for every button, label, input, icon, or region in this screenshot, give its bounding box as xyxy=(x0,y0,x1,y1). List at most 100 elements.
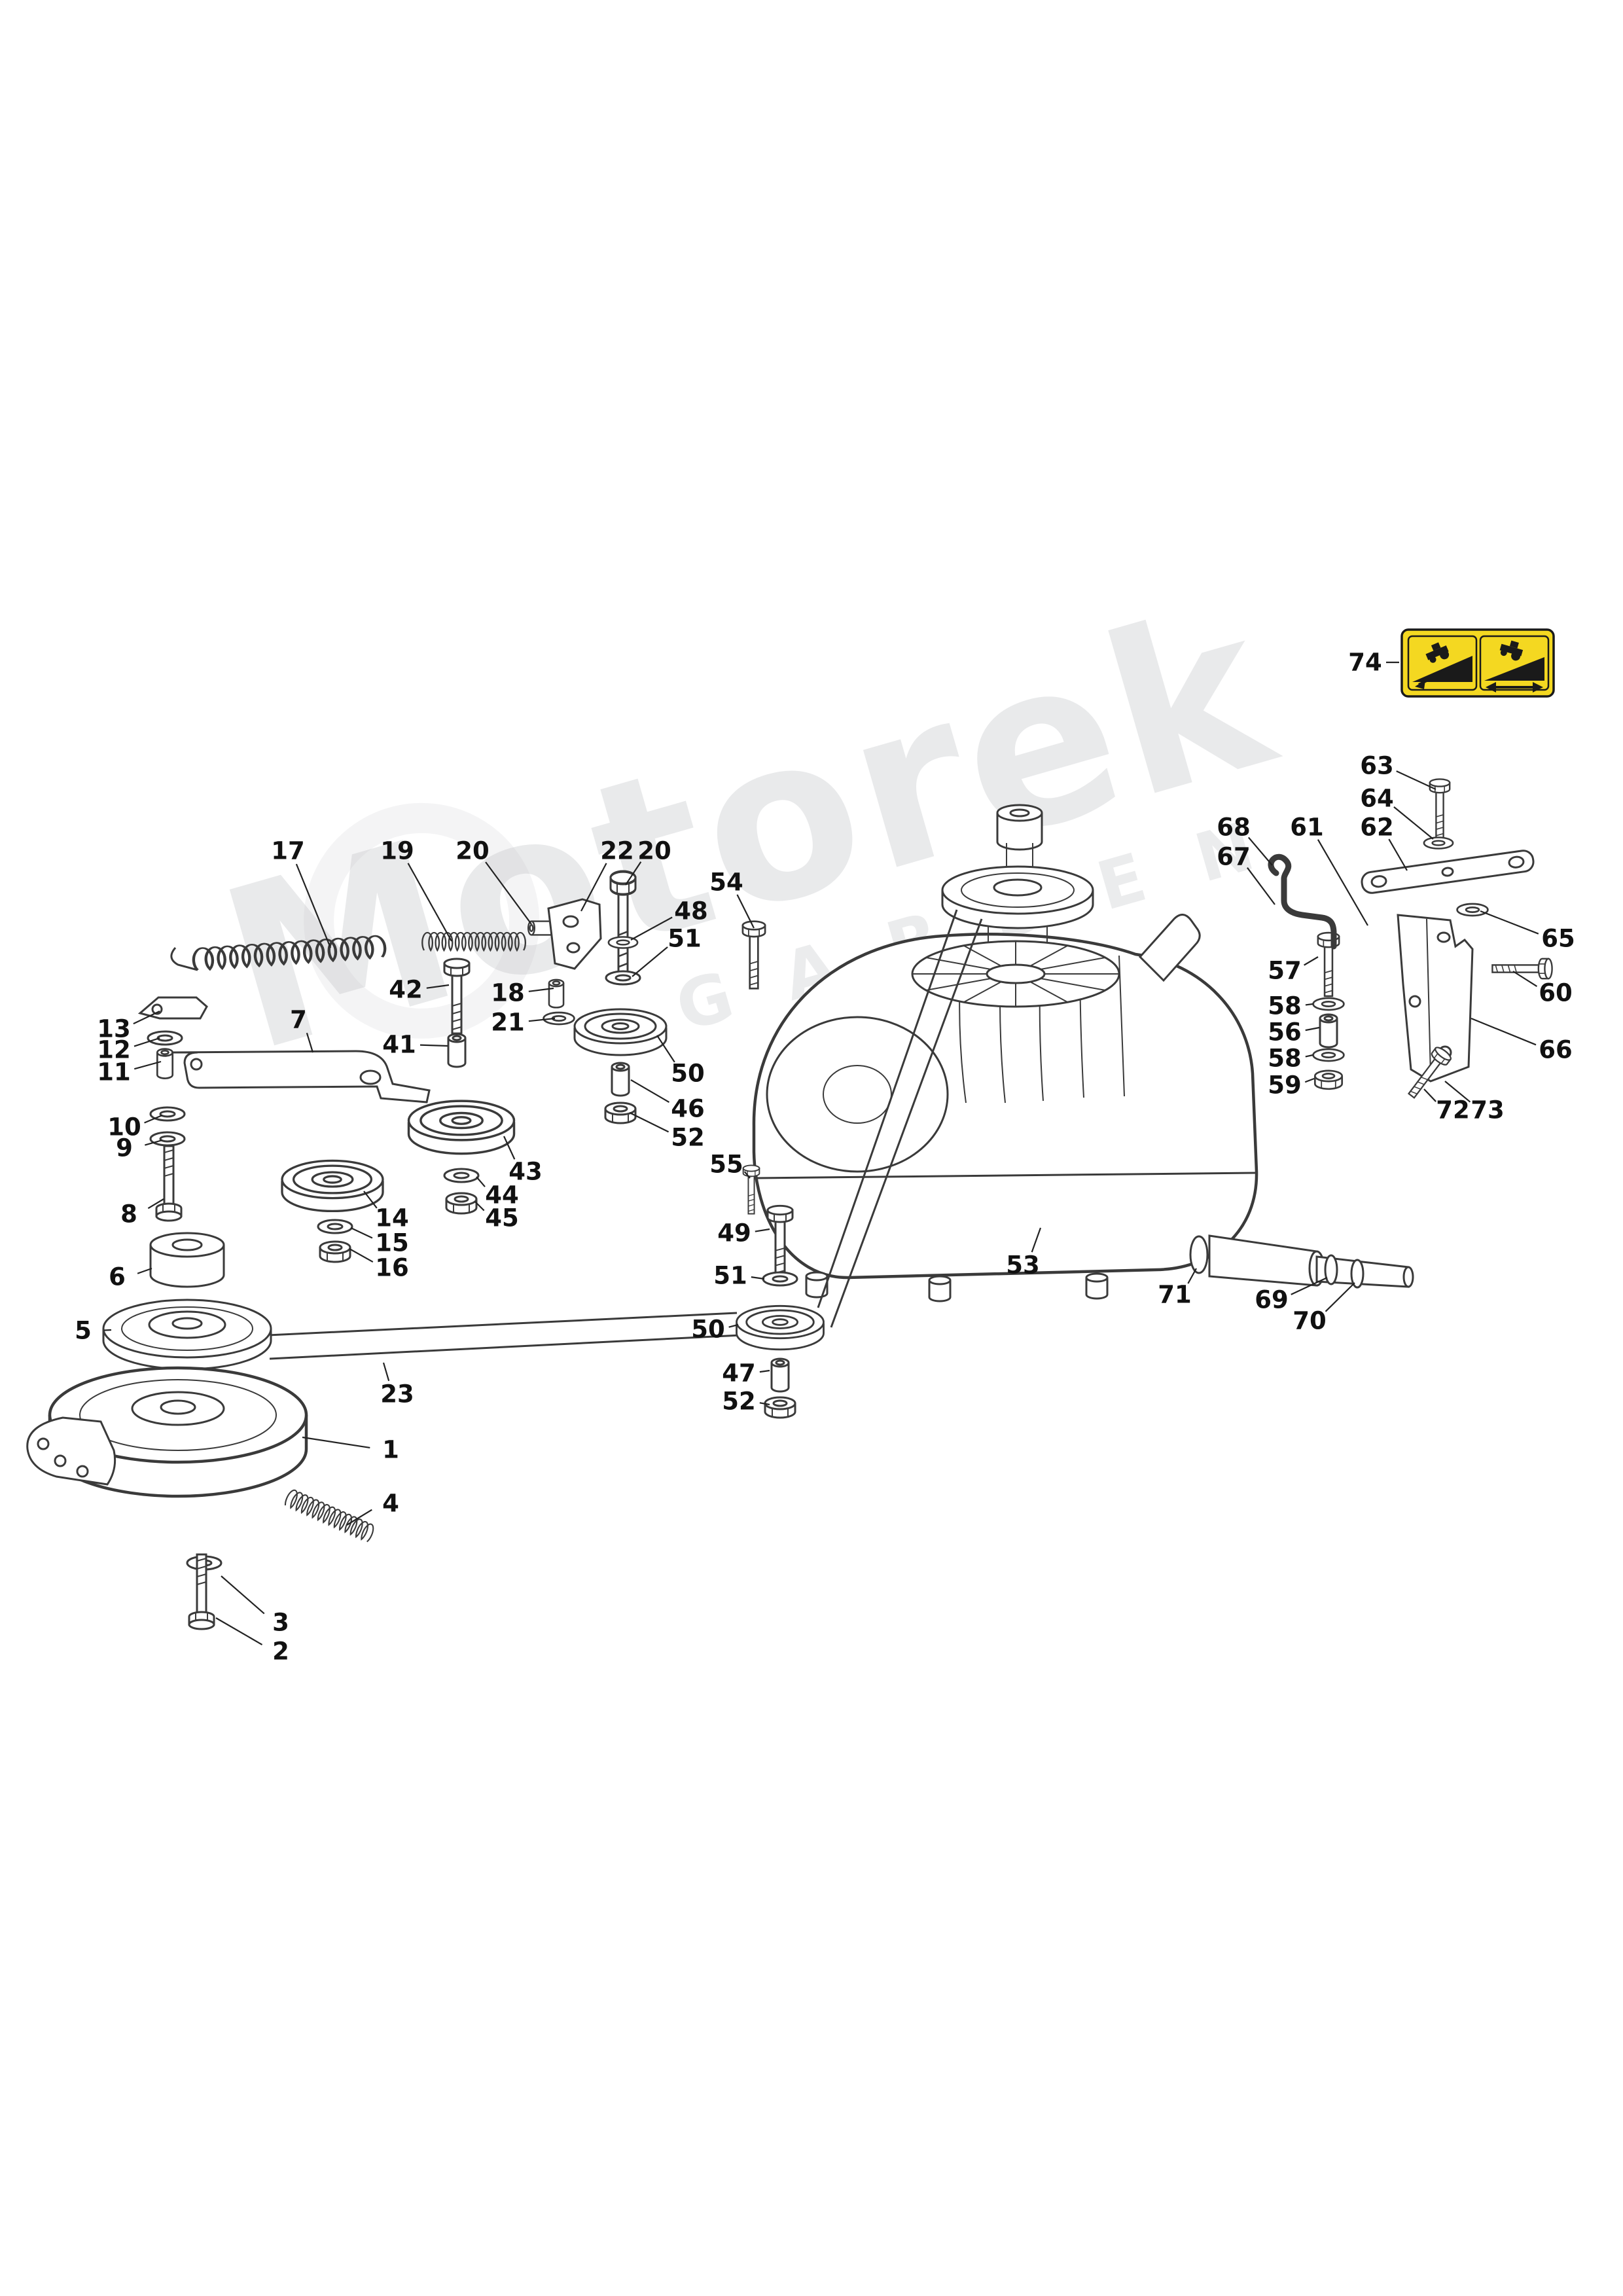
part-callout-4: 4 xyxy=(382,1490,399,1518)
leader-line-68 xyxy=(1247,836,1273,866)
part-tension-bracket xyxy=(527,898,602,1026)
washer-51b xyxy=(762,1271,798,1287)
part-callout-68: 68 xyxy=(1217,814,1251,842)
leader-line-69 xyxy=(1291,1277,1328,1295)
part-left-fasteners xyxy=(137,996,208,1222)
rod-67-68 xyxy=(1268,853,1337,950)
lever-62 xyxy=(1361,850,1535,894)
leader-line-14 xyxy=(363,1191,378,1209)
bolt-20 xyxy=(611,872,635,973)
bolt-54 xyxy=(741,920,766,990)
leader-line-4 xyxy=(346,1509,372,1526)
part-callout-42: 42 xyxy=(389,976,423,1004)
part-callout-23: 23 xyxy=(380,1380,414,1408)
pulley-43 xyxy=(407,1100,516,1155)
part-callout-10: 10 xyxy=(107,1113,141,1141)
part-callout-73: 73 xyxy=(1471,1096,1505,1124)
leader-line-10 xyxy=(144,1114,163,1124)
leader-line-6 xyxy=(137,1267,152,1274)
nut-16 xyxy=(319,1240,351,1263)
part-callout-47: 47 xyxy=(722,1359,756,1388)
part-callout-13: 13 xyxy=(97,1015,131,1043)
tractor-slope-icon-right xyxy=(1484,640,1544,692)
leader-line-21 xyxy=(528,1017,556,1022)
pulley-50 xyxy=(573,1008,668,1056)
part-callout-67: 67 xyxy=(1217,843,1251,871)
washer-12 xyxy=(147,1030,183,1046)
leader-line-64 xyxy=(1393,806,1434,840)
nut-52b xyxy=(764,1396,796,1419)
washer-44 xyxy=(443,1168,480,1183)
part-callout-50: 50 xyxy=(691,1316,725,1344)
leader-line-65 xyxy=(1480,910,1539,935)
leader-line-20 xyxy=(485,861,532,925)
leader-line-23 xyxy=(382,1362,390,1382)
leader-line-47 xyxy=(759,1369,770,1373)
leader-line-50 xyxy=(656,1035,675,1063)
part-callout-46: 46 xyxy=(671,1095,705,1123)
part-callout-5: 5 xyxy=(75,1317,92,1345)
leader-line-46 xyxy=(630,1079,669,1103)
washer-65 xyxy=(1456,903,1489,917)
leader-line-70 xyxy=(1325,1282,1355,1312)
part-pulley-14-stack xyxy=(281,1159,384,1263)
leader-line-48 xyxy=(630,916,673,941)
washer-9 xyxy=(149,1131,186,1147)
part-callout-20: 20 xyxy=(455,837,490,865)
part-callout-59: 59 xyxy=(1268,1071,1302,1100)
part-callout-48: 48 xyxy=(674,897,708,925)
part-drive-belt xyxy=(268,909,983,1360)
part-callout-1: 1 xyxy=(382,1436,399,1464)
part-electromagnetic-clutch xyxy=(26,1232,377,1630)
part-callout-51: 51 xyxy=(668,925,702,953)
part-callout-57: 57 xyxy=(1268,957,1302,985)
part-callout-70: 70 xyxy=(1293,1307,1327,1335)
part-callout-19: 19 xyxy=(380,837,414,865)
leader-line-58 xyxy=(1305,1054,1313,1058)
leader-line-7 xyxy=(306,1032,314,1053)
part-transmission-housing xyxy=(752,914,1258,1302)
leader-line-67 xyxy=(1247,867,1275,905)
part-callout-63: 63 xyxy=(1360,752,1394,780)
leader-line-3 xyxy=(221,1575,265,1615)
part-callout-11: 11 xyxy=(97,1058,131,1086)
washer-51 xyxy=(605,970,641,986)
part-callout-74: 74 xyxy=(1348,649,1382,677)
washer-58b xyxy=(1312,1048,1345,1062)
spacer-47 xyxy=(770,1357,790,1393)
part-callout-41: 41 xyxy=(382,1031,416,1059)
washer-15 xyxy=(317,1219,353,1234)
part-callout-21: 21 xyxy=(491,1009,525,1037)
part-fan-pulley xyxy=(911,804,1120,1008)
part-callout-49: 49 xyxy=(717,1219,751,1247)
leader-line-12 xyxy=(134,1037,160,1047)
leader-line-51 xyxy=(751,1276,765,1280)
leader-line-61 xyxy=(1317,839,1368,926)
part-callout-17: 17 xyxy=(271,837,305,865)
ring-69 xyxy=(1324,1254,1338,1285)
leader-line-9 xyxy=(145,1139,163,1146)
leader-line-11 xyxy=(134,1060,162,1070)
part-callout-14: 14 xyxy=(375,1204,409,1232)
part-callout-66: 66 xyxy=(1539,1036,1573,1064)
leader-line-60 xyxy=(1512,971,1538,987)
part-callout-3: 3 xyxy=(272,1609,289,1637)
part-callout-6: 6 xyxy=(109,1263,126,1291)
part-callout-60: 60 xyxy=(1539,979,1573,1007)
part-lever-bracket-7 xyxy=(171,1050,431,1103)
part-callout-50: 50 xyxy=(671,1060,705,1088)
leader-line-55 xyxy=(743,1171,751,1179)
nut-45 xyxy=(445,1192,478,1215)
leader-line-22 xyxy=(580,863,607,912)
washer-58 xyxy=(1312,997,1345,1011)
bolt-42 xyxy=(443,958,471,1035)
leader-line-45 xyxy=(474,1201,485,1211)
part-callout-55: 55 xyxy=(709,1151,743,1179)
leader-line-18 xyxy=(528,987,554,992)
part-rear-axle xyxy=(1189,1234,1414,1289)
leader-line-72 xyxy=(1423,1088,1436,1102)
part-callout-12: 12 xyxy=(97,1036,131,1064)
part-callout-43: 43 xyxy=(508,1158,543,1186)
part-tension-spring-17 xyxy=(170,935,385,970)
